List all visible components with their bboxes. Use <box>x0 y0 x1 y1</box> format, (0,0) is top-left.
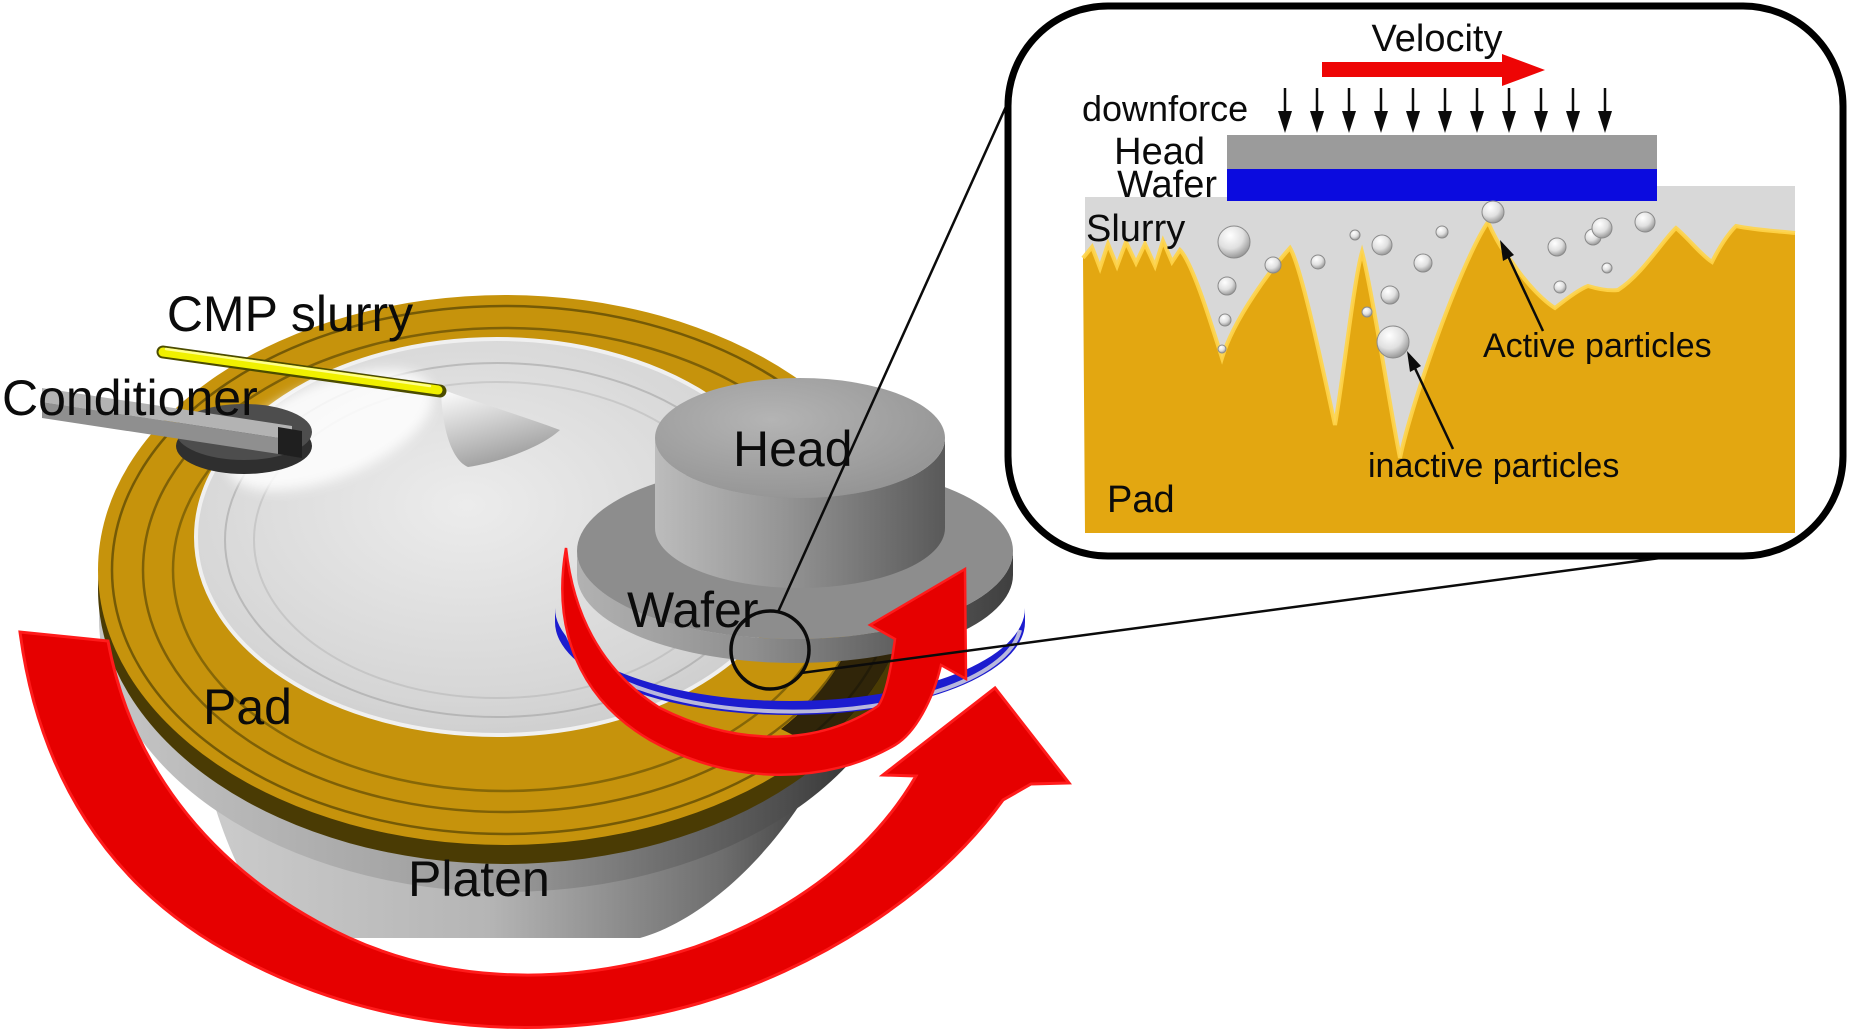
inset-downforce-label: downforce <box>1082 88 1248 129</box>
downforce-arrow-head <box>1470 111 1484 133</box>
conditioner-assembly <box>42 388 312 474</box>
inset-wafer-bar <box>1227 169 1657 201</box>
head-spindle-top <box>655 378 945 498</box>
slurry-particle <box>1601 262 1613 274</box>
inset-pad-surface-highlight <box>1081 217 1796 459</box>
slurry-particle <box>1481 200 1505 224</box>
slurry-particle <box>1264 256 1282 274</box>
slurry-particle <box>1435 225 1449 239</box>
inset-slurry-label: Slurry <box>1086 208 1185 250</box>
inset-head-label: Head <box>1114 131 1205 173</box>
velocity-arrow-head <box>1502 54 1545 86</box>
cmp-slurry-label: CMP slurry <box>167 286 413 342</box>
downforce-arrow-head <box>1534 111 1548 133</box>
velocity-arrow-shaft <box>1322 62 1502 77</box>
inset-pad <box>1083 222 1795 533</box>
inactive-particle-arrow <box>1407 351 1455 450</box>
wafer-label: Wafer <box>627 582 759 638</box>
slurry-tube <box>158 347 443 395</box>
slurry-particle <box>1218 313 1232 327</box>
slurry-particle <box>1413 253 1433 273</box>
inset-head-bar <box>1227 135 1657 169</box>
inset-panel: Velocity downforce Head Wafer Slurry Pad… <box>1004 2 1847 560</box>
conditioner-arm-front <box>42 402 292 456</box>
platen-rotation-arrow <box>18 630 1073 1030</box>
zoom-callout-circle <box>729 609 811 691</box>
downforce-arrow-head <box>1374 111 1388 133</box>
slurry-particle <box>1547 237 1567 257</box>
inset-wafer-label: Wafer <box>1117 164 1217 206</box>
slurry-particle <box>1310 254 1326 270</box>
zoom-callout-line-bottom <box>800 538 1796 675</box>
inset-pad-label: Pad <box>1107 479 1175 521</box>
slurry-particle <box>1376 325 1410 359</box>
downforce-arrow-head <box>1406 111 1420 133</box>
conditioner-label: Conditioner <box>2 370 258 426</box>
head-label: Head <box>733 421 853 477</box>
downforce-arrow-head <box>1598 111 1612 133</box>
inactive-particles-label: inactive particles <box>1368 447 1619 485</box>
active-particle-arrow <box>1500 240 1545 332</box>
slurry-particle <box>1591 217 1613 239</box>
downforce-arrow-head <box>1342 111 1356 133</box>
slurry-particles <box>1217 200 1656 359</box>
platen-label: Platen <box>408 851 550 907</box>
slurry-particle <box>1380 285 1400 305</box>
slurry-particle <box>1361 306 1373 318</box>
slurry-particle <box>1371 234 1393 256</box>
slurry-particle <box>1349 229 1361 241</box>
velocity-arrow <box>1322 54 1545 86</box>
conditioner-arm-top <box>42 388 292 440</box>
inset-velocity-label: Velocity <box>1372 18 1503 60</box>
polisher-scene <box>18 39 1796 1030</box>
downforce-arrow-head <box>1278 111 1292 133</box>
slurry-particle <box>1553 280 1567 294</box>
slurry-particle <box>1217 276 1237 296</box>
pad-label: Pad <box>203 679 292 735</box>
downforce-arrow-head <box>1502 111 1516 133</box>
downforce-arrow-head <box>1310 111 1324 133</box>
slurry-particle <box>1217 225 1251 259</box>
slurry-dispenser <box>156 345 560 467</box>
head-rotation-arrow <box>561 547 968 777</box>
downforce-arrow-head <box>1566 111 1580 133</box>
downforce-arrows <box>1278 88 1612 133</box>
slurry-stream-cone <box>441 389 560 467</box>
slurry-particle <box>1634 211 1656 233</box>
slurry-tube-highlight <box>164 347 432 388</box>
head-spindle-side <box>655 438 945 588</box>
active-particles-label: Active particles <box>1483 327 1712 365</box>
slurry-particle <box>1217 344 1227 354</box>
downforce-arrow-head <box>1438 111 1452 133</box>
zoom-callout-line-top <box>776 39 1038 613</box>
conditioner-arm-endcap <box>278 427 302 458</box>
